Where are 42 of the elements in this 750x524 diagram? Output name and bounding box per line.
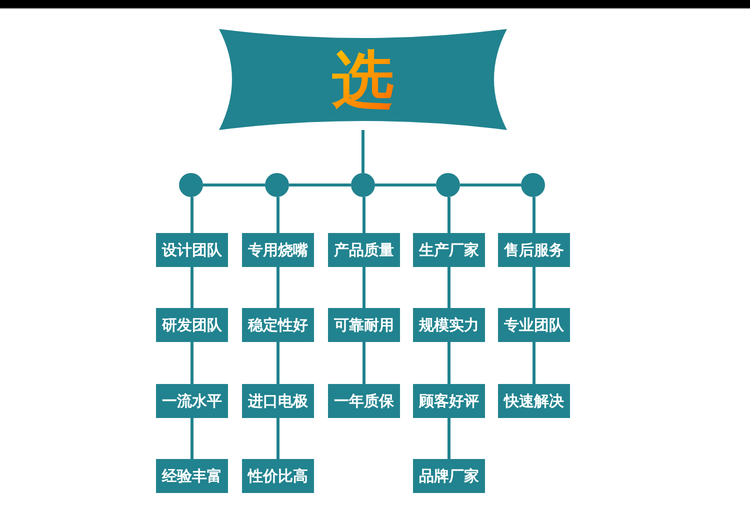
connector-line: [190, 342, 194, 384]
connector-line: [362, 267, 366, 308]
label-box: 生产厂家: [413, 233, 485, 267]
label-box: 一流水平: [156, 384, 228, 418]
connector-line: [289, 184, 351, 186]
connector-line: [532, 267, 536, 308]
label-box: 售后服务: [498, 233, 570, 267]
label-box: 产品质量: [328, 233, 400, 267]
connector-line: [532, 342, 536, 384]
connector-line: [276, 267, 280, 308]
banner: [219, 29, 507, 130]
label-box: 稳定性好: [242, 308, 314, 342]
connector-line: [276, 418, 280, 459]
label-box: 专业团队: [498, 308, 570, 342]
connector-line: [448, 418, 450, 459]
connector-line: [362, 342, 366, 384]
connector-line: [362, 197, 366, 233]
connector-line: [448, 197, 450, 233]
connector-line: [190, 267, 194, 308]
label-box: 经验丰富: [156, 459, 228, 493]
label-box: 研发团队: [156, 308, 228, 342]
label-box: 进口电极: [242, 384, 314, 418]
connector-line: [190, 197, 194, 233]
label-box: 规模实力: [413, 308, 485, 342]
connector-line: [460, 184, 521, 186]
label-box: 专用烧嘴: [242, 233, 314, 267]
label-box: 一年质保: [328, 384, 400, 418]
label-box: 设计团队: [156, 233, 228, 267]
connector-line: [532, 197, 536, 233]
connector-line: [276, 342, 280, 384]
label-box: 快速解决: [498, 384, 570, 418]
connector-line: [448, 267, 450, 308]
label-box: 顾客好评: [413, 384, 485, 418]
connector-line: [448, 342, 450, 384]
connector-line: [190, 418, 194, 459]
connector-line: [203, 184, 265, 186]
connector-line: [375, 184, 436, 186]
label-box: 性价比高: [242, 459, 314, 493]
connector-line: [276, 197, 280, 233]
label-box: 可靠耐用: [328, 308, 400, 342]
label-box: 品牌厂家: [413, 459, 485, 493]
connector-line: [362, 130, 364, 173]
